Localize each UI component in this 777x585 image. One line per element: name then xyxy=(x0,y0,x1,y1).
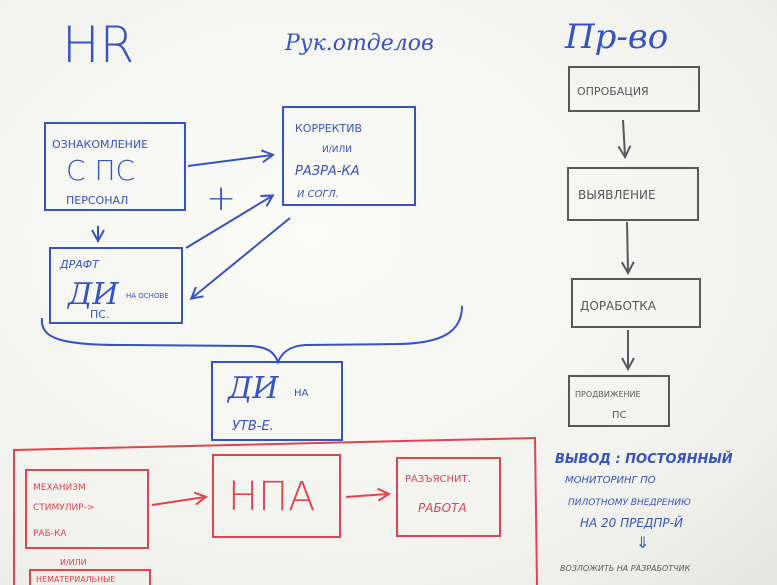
hr-draft-line2-small: НА ОСНОВЕ xyxy=(126,292,169,300)
conclusion-line4: НА 20 ПРЕДПР-Й xyxy=(580,515,683,530)
red-explain-line2: РАБОТА xyxy=(418,501,467,515)
red-below-line2: НЕМАТЕРИАЛЬНЫЕ xyxy=(36,575,115,584)
production-box-detection: ВЫЯВЛЕНИЕ xyxy=(567,167,699,221)
production-box-refinement-label: ДОРАБОТКА xyxy=(580,299,657,313)
plus-sign: + xyxy=(206,178,236,219)
production-box-approbation-label: ОПРОБАЦИЯ xyxy=(577,85,649,98)
di-approval-box: ДИ НА УТВ-Е. xyxy=(211,361,343,441)
di-box-line2: УТВ-Е. xyxy=(232,419,274,434)
arrow-mechanism-to-npa xyxy=(151,497,205,506)
arrow-detection-to-refinement xyxy=(627,221,628,272)
arrow-manager-to-draft xyxy=(192,217,291,298)
hr-draft-line2: ДИ xyxy=(66,277,119,312)
hr-familiarize-line1: ОЗНАКОМЛЕНИЕ xyxy=(52,138,148,151)
conclusion-line5: ВОЗЛОЖИТЬ НА РАЗРАБОТЧИК xyxy=(560,564,691,573)
manager-box-line1: КОРРЕКТИВ xyxy=(295,122,362,135)
manager-box-line2: И/ИЛИ xyxy=(322,145,352,155)
arrow-npa-to-explain xyxy=(345,494,388,497)
red-explain-line1: РАЗЪЯСНИТ. xyxy=(405,474,471,485)
production-box-detection-label: ВЫЯВЛЕНИЕ xyxy=(578,188,656,202)
red-mechanism-line2: СТИМУЛИР-> xyxy=(33,503,94,513)
arrow-draft-to-manager xyxy=(185,196,272,249)
conclusion-note: ВЫВОД : ПОСТОЯННЫЙ МОНИТОРИНГ ПО ПИЛОТНО… xyxy=(555,451,733,573)
red-mechanism-line3: РАБ-КА xyxy=(33,529,67,539)
column-title-managers: Рук.отделов xyxy=(284,31,434,56)
manager-correction-box: КОРРЕКТИВ И/ИЛИ РАЗРА-КА И СОГЛ. xyxy=(282,106,416,206)
conclusion-arrow: ⇓ xyxy=(636,533,649,552)
conclusion-line3: ПИЛОТНОМУ ВНЕДРЕНИЮ xyxy=(568,498,691,508)
di-box-line1-small: НА xyxy=(294,388,309,399)
red-nonmaterial-box xyxy=(29,569,151,585)
red-npa-box: НПА xyxy=(212,454,341,538)
manager-box-line4: И СОГЛ. xyxy=(297,189,339,200)
hr-draft-box: ДРАФТ ДИ НА ОСНОВЕ ПС. xyxy=(49,247,183,324)
hr-familiarize-line3: ПЕРСОНАЛ xyxy=(66,194,128,207)
di-box-line1: ДИ xyxy=(226,371,279,406)
hr-draft-line1: ДРАФТ xyxy=(59,258,100,271)
production-box-promotion: ПРОДВИЖЕНИЕ ПС xyxy=(568,375,670,427)
hr-draft-line3: ПС. xyxy=(90,308,109,321)
conclusion-line1: ВЫВОД : ПОСТОЯННЫЙ xyxy=(555,451,733,467)
red-npa-label: НПА xyxy=(228,474,316,520)
hr-familiarize-line2: С ПС xyxy=(66,154,135,187)
red-mechanism-line1: МЕХАНИЗМ xyxy=(33,483,86,493)
red-explain-box: РАЗЪЯСНИТ. РАБОТА xyxy=(396,457,501,537)
red-below-line1: И/ИЛИ xyxy=(60,558,87,567)
production-box-promotion-line2: ПС xyxy=(612,410,627,421)
red-mechanism-box: МЕХАНИЗМ СТИМУЛИР-> РАБ-КА xyxy=(25,469,149,549)
production-box-refinement: ДОРАБОТКА xyxy=(571,278,701,328)
arrow-familiarize-to-manager xyxy=(187,155,272,167)
production-box-approbation: ОПРОБАЦИЯ xyxy=(568,66,700,112)
hr-familiarize-box: ОЗНАКОМЛЕНИЕ С ПС ПЕРСОНАЛ xyxy=(44,122,186,211)
column-title-hr: HR xyxy=(62,16,134,74)
column-title-production: Пр-во xyxy=(564,17,668,57)
manager-box-line3: РАЗРА-КА xyxy=(295,164,360,179)
arrow-approbation-to-detection xyxy=(623,119,625,156)
red-section-frame xyxy=(13,436,538,585)
conclusion-line2: МОНИТОРИНГ ПО xyxy=(565,475,656,486)
production-box-promotion-line1: ПРОДВИЖЕНИЕ xyxy=(575,390,641,399)
